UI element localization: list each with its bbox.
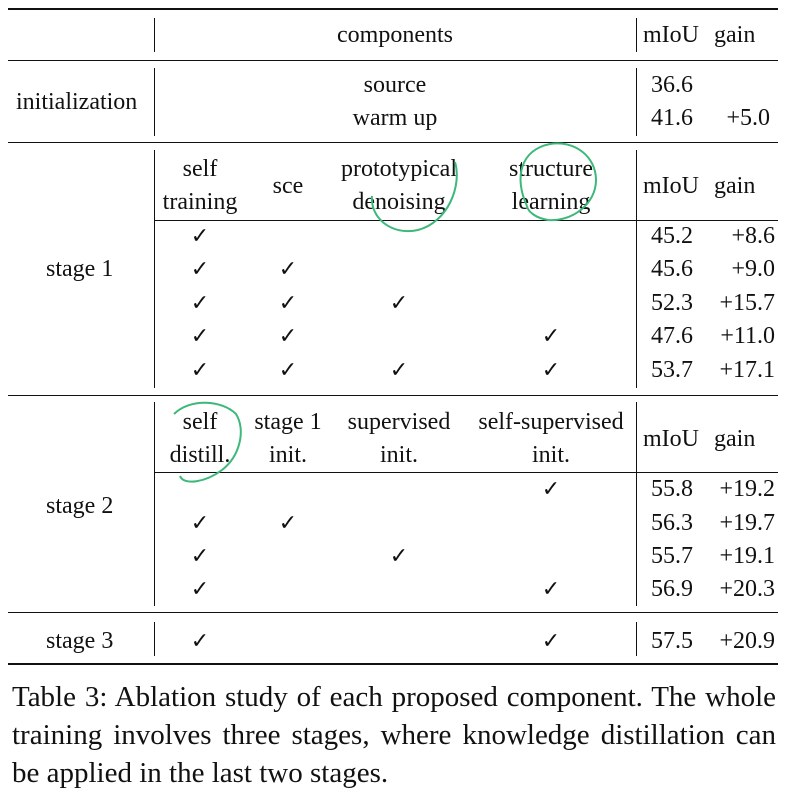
check-mark: ✓: [190, 357, 210, 382]
stage2-label: stage 2: [46, 493, 114, 519]
table-caption: Table 3: Ablation study of each proposed…: [12, 681, 776, 789]
table-top-rule: [8, 8, 778, 10]
check-mark: ✓: [190, 576, 210, 601]
stage2-row-miou-value: 56.3: [651, 510, 693, 536]
stage2-subheader-rule: [155, 472, 778, 473]
vrule-right-header: [636, 18, 637, 52]
stage1-row-miou-value: 52.3: [651, 290, 693, 316]
init-row-miou: 36.6: [651, 72, 693, 98]
stage2-row-miou-value: 56.9: [651, 576, 693, 602]
check-mark: ✓: [278, 357, 298, 382]
init-row-name: warm up: [352, 105, 438, 131]
init-row-gain: +5.0: [726, 105, 770, 131]
stage1-col-structure-learning: structure: [509, 156, 593, 182]
check-mark: ✓: [190, 323, 210, 348]
check-mark: ✓: [190, 510, 210, 535]
stage1-col-self-training: self: [182, 156, 218, 182]
stage2-col-self-supervised-init: init.: [531, 442, 571, 468]
stage1-header-miou: mIoU: [643, 173, 699, 199]
vrule-left-stage2: [154, 402, 155, 606]
check-mark: ✓: [278, 323, 298, 348]
check-mark: ✓: [190, 256, 210, 281]
stage3-label: stage 3: [46, 628, 114, 654]
stage1-col-sce: sce: [272, 173, 304, 199]
stage1-row-gain-value: +15.7: [719, 290, 775, 316]
init-bottom-rule: [8, 142, 778, 143]
stage1-label: stage 1: [46, 256, 114, 282]
header-components: components: [337, 22, 453, 48]
header-gain: gain: [714, 22, 756, 48]
init-row-name: source: [363, 72, 427, 98]
init-row-miou: 41.6: [651, 105, 693, 131]
check-mark: ✓: [190, 543, 210, 568]
header-miou: mIoU: [643, 22, 699, 48]
vrule-right-stage3: [636, 622, 637, 656]
check-mark: ✓: [541, 576, 561, 601]
check-mark: ✓: [389, 357, 409, 382]
check-mark: ✓: [541, 323, 561, 348]
stage1-header-gain: gain: [714, 173, 756, 199]
check-mark: ✓: [190, 628, 210, 653]
init-label: initialization: [16, 89, 138, 115]
stage2-row-gain-value: +19.2: [719, 476, 775, 502]
stage1-col-prototypical-denoising: denoising: [352, 189, 446, 215]
stage2-col-stage1-init: stage 1: [254, 409, 322, 435]
stage2-col-supervised-init: supervised: [347, 409, 451, 435]
stage1-row-gain-value: +9.0: [731, 256, 775, 282]
vrule-right-stage1: [636, 150, 637, 388]
check-mark: ✓: [190, 290, 210, 315]
stage2-row-miou-value: 55.8: [651, 476, 693, 502]
table-bottom-rule: [8, 663, 778, 665]
stage1-bottom-rule: [8, 395, 778, 396]
stage2-col-supervised-init: init.: [379, 442, 419, 468]
stage2-row-gain-value: +20.3: [719, 576, 775, 602]
check-mark: ✓: [541, 476, 561, 501]
stage2-bottom-rule: [8, 612, 778, 613]
stage2-col-stage1-init: init.: [268, 442, 308, 468]
stage1-row-miou-value: 45.6: [651, 256, 693, 282]
check-mark: ✓: [278, 510, 298, 535]
stage3-row-miou-value: 57.5: [651, 628, 693, 654]
stage3-row-gain-value: +20.9: [719, 628, 775, 654]
stage2-row-miou-value: 55.7: [651, 543, 693, 569]
stage2-header-miou: mIoU: [643, 426, 699, 452]
stage2-header-gain: gain: [714, 426, 756, 452]
stage2-row-gain-value: +19.7: [719, 510, 775, 536]
vrule-left-init: [154, 68, 155, 136]
check-mark: ✓: [278, 290, 298, 315]
vrule-right-stage2: [636, 402, 637, 606]
vrule-left-header: [154, 18, 155, 52]
stage1-row-miou-value: 47.6: [651, 323, 693, 349]
stage2-row-gain-value: +19.1: [719, 543, 775, 569]
stage1-row-gain-value: +8.6: [731, 223, 775, 249]
vrule-left-stage3: [154, 622, 155, 656]
check-mark: ✓: [278, 256, 298, 281]
stage2-col-self-distill: self: [182, 409, 218, 435]
stage1-col-structure-learning: learning: [511, 189, 591, 215]
vrule-right-init: [636, 68, 637, 136]
check-mark: ✓: [541, 357, 561, 382]
stage2-col-self-supervised-init: self-supervised: [478, 409, 624, 435]
stage1-row-miou-value: 45.2: [651, 223, 693, 249]
stage1-col-prototypical-denoising: prototypical: [341, 156, 457, 182]
stage1-col-self-training: training: [162, 189, 238, 215]
check-mark: ✓: [389, 290, 409, 315]
stage1-row-gain-value: +17.1: [719, 357, 775, 383]
stage1-row-miou-value: 53.7: [651, 357, 693, 383]
check-mark: ✓: [389, 543, 409, 568]
header-rule: [8, 60, 778, 61]
vrule-left-stage1: [154, 150, 155, 388]
check-mark: ✓: [541, 628, 561, 653]
stage1-subheader-rule: [155, 220, 778, 221]
check-mark: ✓: [190, 223, 210, 248]
stage1-row-gain-value: +11.0: [720, 323, 775, 349]
stage2-col-self-distill: distill.: [169, 442, 231, 468]
